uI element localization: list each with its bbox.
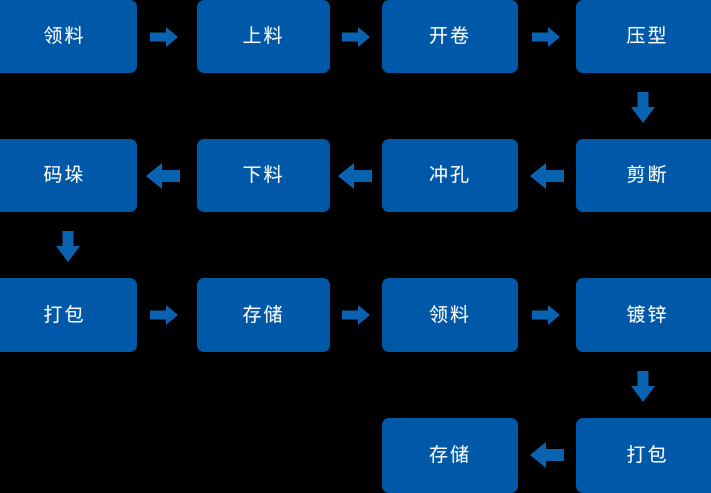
arrow-head bbox=[530, 442, 546, 468]
flow-node-label: 码垛 bbox=[43, 164, 86, 186]
arrow-head bbox=[358, 305, 370, 325]
flow-node-n7[interactable]: 冲孔 bbox=[382, 139, 518, 212]
flow-arrow-right-c10 bbox=[342, 305, 370, 325]
flow-node-label: 剪断 bbox=[626, 164, 669, 186]
flow-arrow-right-c1 bbox=[150, 27, 178, 47]
arrow-head bbox=[166, 27, 178, 47]
flow-node-label: 上料 bbox=[242, 25, 285, 47]
flow-arrow-down-c12 bbox=[631, 371, 655, 402]
flow-arrow-left-c13 bbox=[530, 442, 564, 468]
flow-arrow-right-c11 bbox=[532, 305, 560, 325]
flow-node-label: 打包 bbox=[626, 444, 669, 466]
arrow-head bbox=[166, 305, 178, 325]
flow-arrow-right-c3 bbox=[532, 27, 560, 47]
flow-node-n3[interactable]: 开卷 bbox=[382, 0, 518, 73]
arrow-head bbox=[146, 163, 162, 189]
flow-arrow-down-c8 bbox=[56, 231, 80, 262]
flow-node-n8[interactable]: 剪断 bbox=[576, 139, 711, 212]
flow-node-label: 存储 bbox=[242, 303, 285, 326]
arrow-shaft bbox=[532, 310, 548, 320]
arrow-head bbox=[548, 27, 560, 47]
arrow-shaft bbox=[354, 170, 372, 182]
arrow-shaft bbox=[342, 310, 358, 320]
arrow-head bbox=[358, 27, 370, 47]
flow-node-n10[interactable]: 存储 bbox=[197, 278, 330, 352]
arrow-shaft bbox=[546, 449, 564, 461]
arrow-head bbox=[548, 305, 560, 325]
flow-node-label: 领料 bbox=[428, 303, 471, 326]
flow-node-n5[interactable]: 码垛 bbox=[0, 139, 137, 212]
flow-arrow-right-c2 bbox=[342, 27, 370, 47]
flow-node-n6[interactable]: 下料 bbox=[197, 139, 330, 212]
arrow-shaft bbox=[342, 32, 358, 42]
arrow-head bbox=[530, 163, 546, 189]
flow-arrow-right-c9 bbox=[150, 305, 178, 325]
flow-arrow-left-c7 bbox=[146, 163, 180, 189]
flow-node-label: 镀锌 bbox=[626, 303, 669, 326]
flow-node-n14[interactable]: 打包 bbox=[576, 418, 711, 493]
flow-arrow-down-c4 bbox=[631, 92, 655, 123]
flow-node-n12[interactable]: 镀锌 bbox=[576, 278, 711, 352]
arrow-shaft bbox=[546, 170, 564, 182]
flow-arrow-left-c5 bbox=[530, 163, 564, 189]
flow-arrow-left-c6 bbox=[338, 163, 372, 189]
flow-node-label: 存储 bbox=[428, 444, 471, 466]
arrow-head bbox=[56, 246, 80, 262]
arrow-shaft bbox=[532, 32, 548, 42]
arrow-shaft bbox=[62, 231, 74, 246]
flow-node-label: 领料 bbox=[43, 25, 86, 47]
flow-node-n11[interactable]: 领料 bbox=[382, 278, 518, 352]
flow-node-n9[interactable]: 打包 bbox=[0, 278, 137, 352]
arrow-shaft bbox=[150, 32, 166, 42]
flow-node-n4[interactable]: 压型 bbox=[576, 0, 711, 73]
arrow-head bbox=[338, 163, 354, 189]
flow-node-n2[interactable]: 上料 bbox=[197, 0, 330, 73]
arrow-shaft bbox=[162, 170, 180, 182]
arrow-head bbox=[631, 386, 655, 402]
arrow-head bbox=[631, 107, 655, 123]
flow-node-label: 打包 bbox=[43, 303, 86, 326]
flow-node-label: 下料 bbox=[242, 164, 285, 186]
flow-node-n13[interactable]: 存储 bbox=[382, 418, 518, 493]
arrow-shaft bbox=[150, 310, 166, 320]
flow-node-n1[interactable]: 领料 bbox=[0, 0, 137, 73]
flow-node-label: 压型 bbox=[626, 25, 669, 47]
arrow-shaft bbox=[637, 92, 649, 107]
flow-node-label: 冲孔 bbox=[428, 164, 471, 186]
arrow-shaft bbox=[637, 371, 649, 386]
flow-node-label: 开卷 bbox=[428, 25, 471, 47]
